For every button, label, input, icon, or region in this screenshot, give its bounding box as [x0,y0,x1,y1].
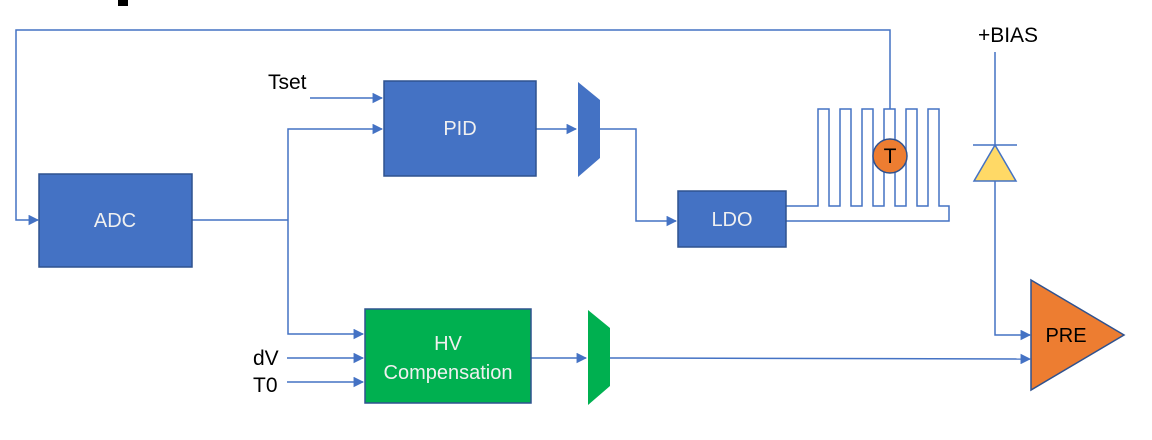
adc-block: ADC [38,173,193,268]
heater-icon [786,108,950,222]
t0-label: T0 [253,374,278,397]
adc-label: ADC [94,210,136,232]
diode-icon [972,143,1018,182]
pid-mux-icon [578,82,600,177]
hv-compensation-block: HV Compensation [364,308,532,404]
temp-sensor-icon: T [872,138,908,174]
mux-to-pre-wire [609,353,1032,365]
adc-to-pid-wire [287,123,384,220]
temp-sensor-label: T [884,145,897,168]
hv-label-line1: HV [434,333,462,355]
pre-label: PRE [1045,325,1086,347]
ldo-label: LDO [711,209,752,231]
tset-label: Tset [268,71,307,94]
pid-label: PID [443,118,476,140]
hv-label-line2: Compensation [384,362,513,384]
clipped-title-fragment [118,0,128,6]
mux-to-ldo-wire [600,128,678,227]
bias-label: +BIAS [978,24,1038,47]
feedback-wire [15,29,891,226]
hv-mux-icon [588,310,610,405]
bias-wire [994,52,1032,341]
amplifier-icon: PRE [1030,278,1126,392]
pid-block: PID [383,80,537,177]
dv-label: dV [253,347,279,370]
adc-to-hv-wire [287,220,365,340]
ldo-block: LDO [677,190,787,248]
